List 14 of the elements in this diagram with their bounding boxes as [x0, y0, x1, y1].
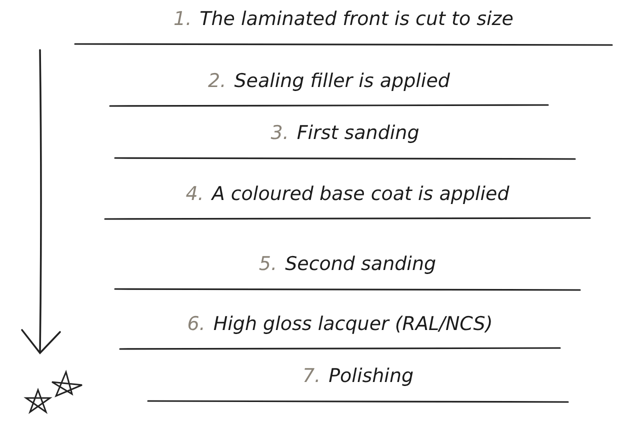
step-text: The laminated front is cut to size — [200, 8, 514, 30]
step-text: Polishing — [328, 365, 414, 387]
step-text: First sanding — [296, 122, 420, 144]
step-text: Second sanding — [285, 253, 436, 275]
step-number: 3. — [270, 122, 289, 144]
step-number: 7. — [302, 365, 321, 387]
step-number: 5. — [258, 253, 278, 275]
step-number: 6. — [187, 313, 206, 335]
step-text: A coloured base coat is applied — [212, 183, 510, 205]
step-number: 2. — [208, 70, 226, 92]
step-text: High gloss lacquer (RAL/NCS) — [213, 313, 493, 335]
step-number: 4. — [186, 183, 204, 205]
step-text: Sealing filler is applied — [234, 70, 450, 92]
step-number: 1. — [174, 8, 192, 30]
